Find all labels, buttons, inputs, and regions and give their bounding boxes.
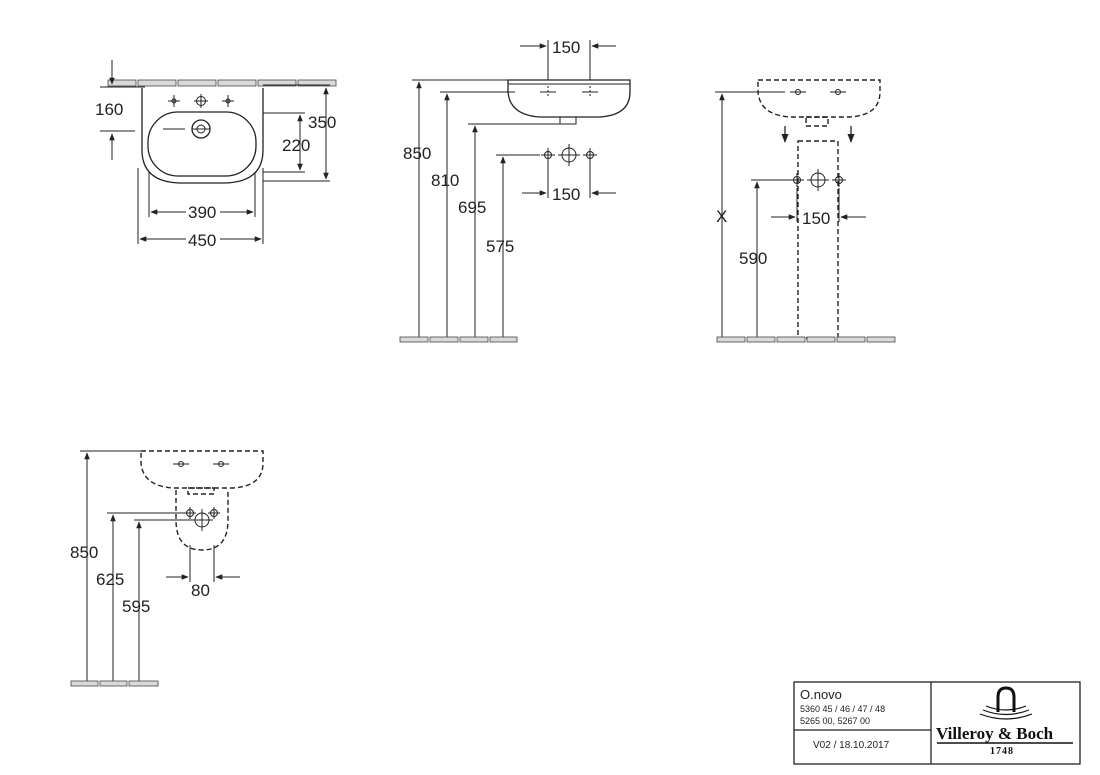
- product-name: O.novo: [800, 687, 842, 702]
- dim-160-label: 160: [95, 100, 123, 119]
- tap-holes-top: [168, 94, 234, 108]
- dim-850-label: 850: [403, 144, 431, 163]
- brand-logo-mark-icon: [979, 686, 1033, 720]
- dim-810-label: 810: [431, 171, 459, 190]
- floor-strip-semi: [70, 680, 159, 687]
- front-view: 150 150 850 810 695 575: [399, 38, 631, 343]
- tap-holes-front: [540, 86, 598, 98]
- dim-625-label: 625: [96, 570, 124, 589]
- dim-695-label: 695: [458, 198, 486, 217]
- product-codes-line1: 5360 45 / 46 / 47 / 48: [800, 704, 886, 714]
- wall-strip: [107, 79, 337, 87]
- product-codes-line2: 5265 00, 5267 00: [800, 716, 871, 726]
- semi-pedestal-dashed: [175, 490, 229, 551]
- dim-590-label: 590: [739, 249, 767, 268]
- basin-front: [507, 79, 631, 118]
- floor-strip-front: [399, 336, 518, 343]
- supply-valves-semi: [184, 507, 220, 531]
- semi-pedestal-view: 850 625 595 80: [70, 450, 264, 687]
- dim-x-label: X: [716, 207, 727, 226]
- dim-575-label: 575: [486, 237, 514, 256]
- brand-year: 1748: [990, 746, 1014, 757]
- drain-top: [163, 119, 211, 139]
- dim-595-label: 595: [122, 597, 150, 616]
- dim-350-label: 350: [308, 113, 336, 132]
- dim-80-label: 80: [191, 581, 210, 600]
- basin-bowl-top: [147, 111, 257, 177]
- tap-holes-pedestal: [790, 89, 846, 95]
- basin-outline-top: [141, 88, 264, 184]
- dim-150-top-label: 150: [552, 38, 580, 57]
- supply-valves-front: [541, 144, 597, 166]
- floor-strip-pedestal: [716, 336, 896, 343]
- dim-220-label: 220: [282, 136, 310, 155]
- dim-150-bottom-label: 150: [552, 185, 580, 204]
- dim-390-label: 390: [188, 203, 216, 222]
- tap-holes-semi: [173, 461, 229, 467]
- brand-name: Villeroy & Boch: [936, 724, 1054, 743]
- top-view: 160 350 220 390 450: [95, 60, 337, 250]
- supply-valves-pedestal: [790, 169, 846, 191]
- title-block-frame: [793, 681, 1081, 765]
- basin-dashed: [757, 79, 881, 118]
- drawing-version: V02 / 18.10.2017: [813, 740, 890, 751]
- pedestal-view: X 590 150: [715, 79, 896, 343]
- dim-150-pedestal-label: 150: [802, 209, 830, 228]
- dim-850-semi-label: 850: [70, 543, 98, 562]
- basin-dashed-semi: [140, 450, 264, 489]
- dim-450-label: 450: [188, 231, 216, 250]
